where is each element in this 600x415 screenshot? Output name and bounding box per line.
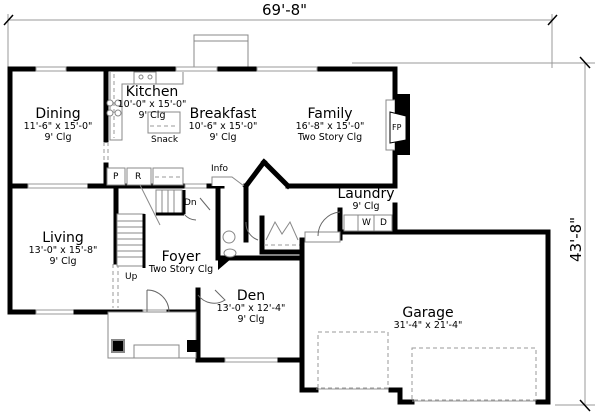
snack-label: Snack (151, 135, 179, 145)
room-name: Den (236, 288, 266, 304)
room-ceiling: 9' Clg (44, 132, 72, 144)
dimension-lines (3, 14, 595, 412)
room-size: 10'-6" x 15'-0" (188, 121, 258, 133)
room-ceiling: 9' Clg (49, 256, 77, 268)
rear-bay (193, 34, 249, 69)
room-label-dining: Dining 11'-6" x 15'-0" 9' Clg (24, 106, 93, 144)
foyer-corner (218, 258, 232, 270)
room-name: Laundry (337, 186, 395, 202)
room-label-family: Family 16'-8" x 15'-0" Two Story Clg (296, 106, 365, 144)
fireplace (385, 94, 410, 155)
overall-width-dimension: 69'-8" (262, 1, 308, 19)
room-label-laundry: Laundry 9' Clg (337, 186, 394, 213)
room-name: Breakfast (189, 106, 257, 122)
refrigerator (126, 167, 152, 186)
room-ceiling: 9' Clg (352, 201, 380, 213)
stairs (116, 184, 186, 268)
room-name: Dining (35, 106, 81, 122)
dryer (373, 214, 393, 232)
room-label-foyer: Foyer Two Story Clg (149, 249, 213, 276)
stairs-down-label: Dn (184, 198, 197, 208)
room-ceiling: 9' Clg (209, 132, 237, 144)
sink (222, 230, 236, 244)
walls (7, 66, 551, 405)
room-label-living: Living 13'-0" x 15'-8" 9' Clg (29, 230, 98, 268)
room-ceiling: 9' Clg (237, 314, 265, 326)
garage-parking-stall-left (317, 331, 389, 389)
room-name: Garage (402, 305, 454, 321)
garage-parking-stall-right (411, 347, 537, 401)
room-label-breakfast: Breakfast 10'-6" x 15'-0" 9' Clg (189, 106, 258, 144)
refrigerator-label: R (135, 172, 142, 182)
room-size: 31'-4" x 21'-4" (393, 320, 463, 332)
front-porch (107, 311, 197, 359)
pantry-label: P (113, 172, 119, 182)
closet-bifold-door (265, 220, 299, 241)
room-label-kitchen: Kitchen 10'-0" x 15'-0" 9' Clg (118, 84, 187, 122)
washer-label: W (362, 218, 371, 228)
room-ceiling: Two Story Clg (148, 264, 214, 276)
room-size: 13'-0" x 12'-4" (216, 303, 286, 315)
door-swings (146, 197, 341, 313)
toilet (223, 248, 237, 258)
room-ceiling: 9' Clg (138, 110, 166, 122)
room-name: Living (42, 230, 84, 246)
pantry (106, 167, 126, 186)
room-size: 16'-8" x 15'-0" (295, 121, 365, 133)
room-size: 10'-0" x 15'-0" (117, 99, 187, 111)
info-label: Info (211, 164, 229, 174)
kitchen-island (147, 111, 181, 134)
fireplace-label: FP (392, 123, 402, 132)
info-desk (211, 176, 245, 187)
room-name: Kitchen (125, 84, 179, 100)
room-size: 13'-0" x 15'-8" (28, 245, 98, 257)
room-ceiling: Two Story Clg (297, 132, 363, 144)
room-size: 11'-6" x 15'-0" (23, 121, 93, 133)
stairs-up-label: Up (125, 272, 138, 282)
room-label-den: Den 13'-0" x 12'-4" 9' Clg (217, 288, 286, 326)
room-label-garage: Garage 31'-4" x 21'-4" (394, 305, 463, 332)
room-name: Family (307, 106, 353, 122)
kitchen-counters (106, 71, 184, 186)
dryer-label: D (380, 218, 387, 228)
overall-depth-dimension: 43'-8" (567, 216, 585, 262)
room-name: Foyer (161, 249, 201, 265)
